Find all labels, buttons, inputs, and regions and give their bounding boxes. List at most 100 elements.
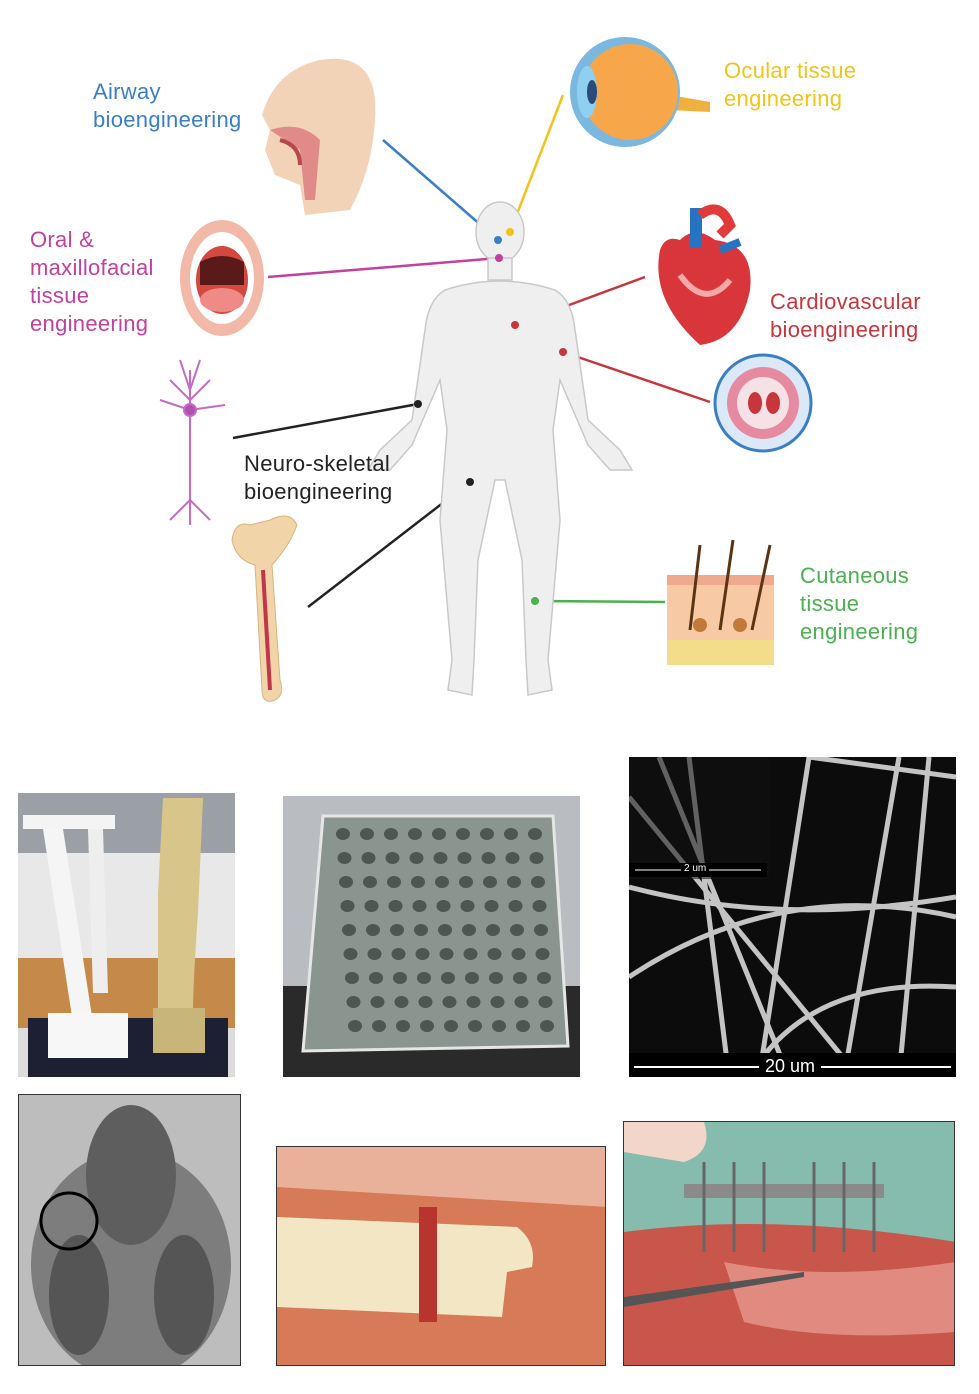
scaffold-pore bbox=[366, 924, 380, 936]
scaffold-pore bbox=[340, 900, 355, 912]
scaffold-pore bbox=[529, 852, 544, 864]
scaffold-pore bbox=[343, 948, 358, 960]
scaffold-pore bbox=[369, 972, 383, 984]
scaffold-pore bbox=[456, 828, 470, 840]
oral-label-line: maxillofacial bbox=[30, 255, 154, 280]
human-body-icon bbox=[366, 201, 634, 696]
scaffold-pore bbox=[489, 972, 503, 984]
scaffold-pore bbox=[367, 948, 382, 960]
scaffold-pore bbox=[514, 996, 529, 1008]
scaffold-pore bbox=[388, 900, 403, 912]
cardio-label-line: bioengineering bbox=[770, 317, 919, 342]
oral-connector bbox=[267, 256, 500, 279]
neuron-icon bbox=[159, 359, 226, 525]
scaffold-pore bbox=[438, 924, 452, 936]
scaffold-pore bbox=[441, 972, 455, 984]
scaffold-pore bbox=[348, 1020, 362, 1032]
scaffold-pore bbox=[385, 852, 400, 864]
airway-label-line: bioengineering bbox=[93, 107, 242, 132]
scaffold-pore bbox=[393, 972, 407, 984]
photo-3d-printed-bone-model bbox=[18, 793, 235, 1077]
scaffold-pore bbox=[534, 924, 548, 936]
scaffold-pore bbox=[459, 876, 473, 888]
neuro-label-line: Neuro-skeletal bbox=[244, 451, 391, 476]
scaffold-pore bbox=[444, 1020, 458, 1032]
scaffold-pore bbox=[531, 876, 545, 888]
neuro-label-line: bioengineering bbox=[244, 479, 393, 504]
head-airway-icon bbox=[262, 58, 376, 215]
scaffold-pore bbox=[462, 924, 476, 936]
ocular-dot bbox=[506, 228, 514, 236]
scaffold-pore bbox=[387, 876, 401, 888]
scaffold-pore bbox=[433, 852, 448, 864]
scaffold-pore bbox=[412, 900, 427, 912]
scaffold-pore bbox=[492, 1020, 506, 1032]
scaffold-pore bbox=[417, 972, 431, 984]
scaffold-pore bbox=[396, 1020, 410, 1032]
ocular-label-line: engineering bbox=[724, 86, 843, 111]
scaffold-pore bbox=[411, 876, 425, 888]
oral-dot bbox=[495, 254, 503, 262]
vessel-dot bbox=[559, 348, 567, 356]
scaffold-pore bbox=[540, 1020, 554, 1032]
scaffold-pore bbox=[463, 948, 478, 960]
blood-vessel-icon bbox=[713, 353, 813, 453]
photo-sem-nanofibers: 2 um 20 um bbox=[629, 757, 956, 1077]
scaffold-pore bbox=[408, 828, 422, 840]
scaffold-pore bbox=[460, 900, 475, 912]
scaffold-pore bbox=[457, 852, 472, 864]
scaffold-pore bbox=[439, 948, 454, 960]
scaffold-pore bbox=[336, 828, 350, 840]
scaffold-pore bbox=[339, 876, 353, 888]
oral-label-line: engineering bbox=[30, 311, 149, 336]
photo-external-fixator-surgery bbox=[623, 1121, 955, 1366]
scaffold-pore bbox=[532, 900, 547, 912]
scaffold-pore bbox=[346, 996, 361, 1008]
scaffold-pore bbox=[490, 996, 505, 1008]
scaffold-pore bbox=[537, 972, 551, 984]
scaffold-pore bbox=[432, 828, 446, 840]
cardio-label: Cardiovascular bioengineering bbox=[770, 288, 921, 344]
scaffold-pore bbox=[504, 828, 518, 840]
scaffold-pore bbox=[465, 972, 479, 984]
skin-connector bbox=[534, 599, 666, 604]
photo-bone-defect-surgery bbox=[276, 1146, 606, 1366]
neuro-dot bbox=[414, 400, 422, 408]
scaffold-pore bbox=[435, 876, 449, 888]
scaffold-pore bbox=[508, 900, 523, 912]
ocular-connector bbox=[508, 94, 565, 233]
oral-label: Oral & maxillofacial tissue engineering bbox=[30, 226, 154, 338]
cardio-label-line: Cardiovascular bbox=[770, 289, 921, 314]
eye-icon bbox=[570, 37, 710, 147]
airway-label-line: Airway bbox=[93, 79, 161, 104]
scaffold-pore bbox=[363, 876, 377, 888]
scaffold-pore bbox=[510, 924, 524, 936]
scaffold-pore bbox=[442, 996, 457, 1008]
scaffold-pore bbox=[384, 828, 398, 840]
scaffold-pore bbox=[481, 852, 496, 864]
scaffold-pore bbox=[409, 852, 424, 864]
heart-icon bbox=[658, 204, 751, 345]
vessel-connector bbox=[562, 350, 711, 404]
scaffold-pore bbox=[372, 1020, 386, 1032]
scaffold-pore bbox=[436, 900, 451, 912]
ocular-label-line: Ocular tissue bbox=[724, 58, 857, 83]
cutaneous-label: Cutaneous tissue engineering bbox=[800, 562, 918, 646]
cutaneous-label-line: engineering bbox=[800, 619, 919, 644]
scaffold-pore bbox=[486, 924, 500, 936]
scaffold-pore bbox=[511, 948, 526, 960]
scaffold-pore bbox=[466, 996, 481, 1008]
scaffold-pore bbox=[505, 852, 520, 864]
scaffold-pore bbox=[535, 948, 550, 960]
neuro-connector bbox=[232, 402, 419, 440]
ocular-label: Ocular tissue engineering bbox=[724, 57, 856, 113]
scaffold-pore bbox=[483, 876, 497, 888]
scaffold-pore bbox=[507, 876, 521, 888]
oral-label-line: Oral & bbox=[30, 227, 95, 252]
airway-dot bbox=[494, 236, 502, 244]
cutaneous-label-line: tissue bbox=[800, 591, 860, 616]
scaffold-pore bbox=[484, 900, 499, 912]
bone-dot bbox=[466, 478, 474, 486]
body-diagram bbox=[159, 37, 813, 702]
scaffold-pore bbox=[480, 828, 494, 840]
